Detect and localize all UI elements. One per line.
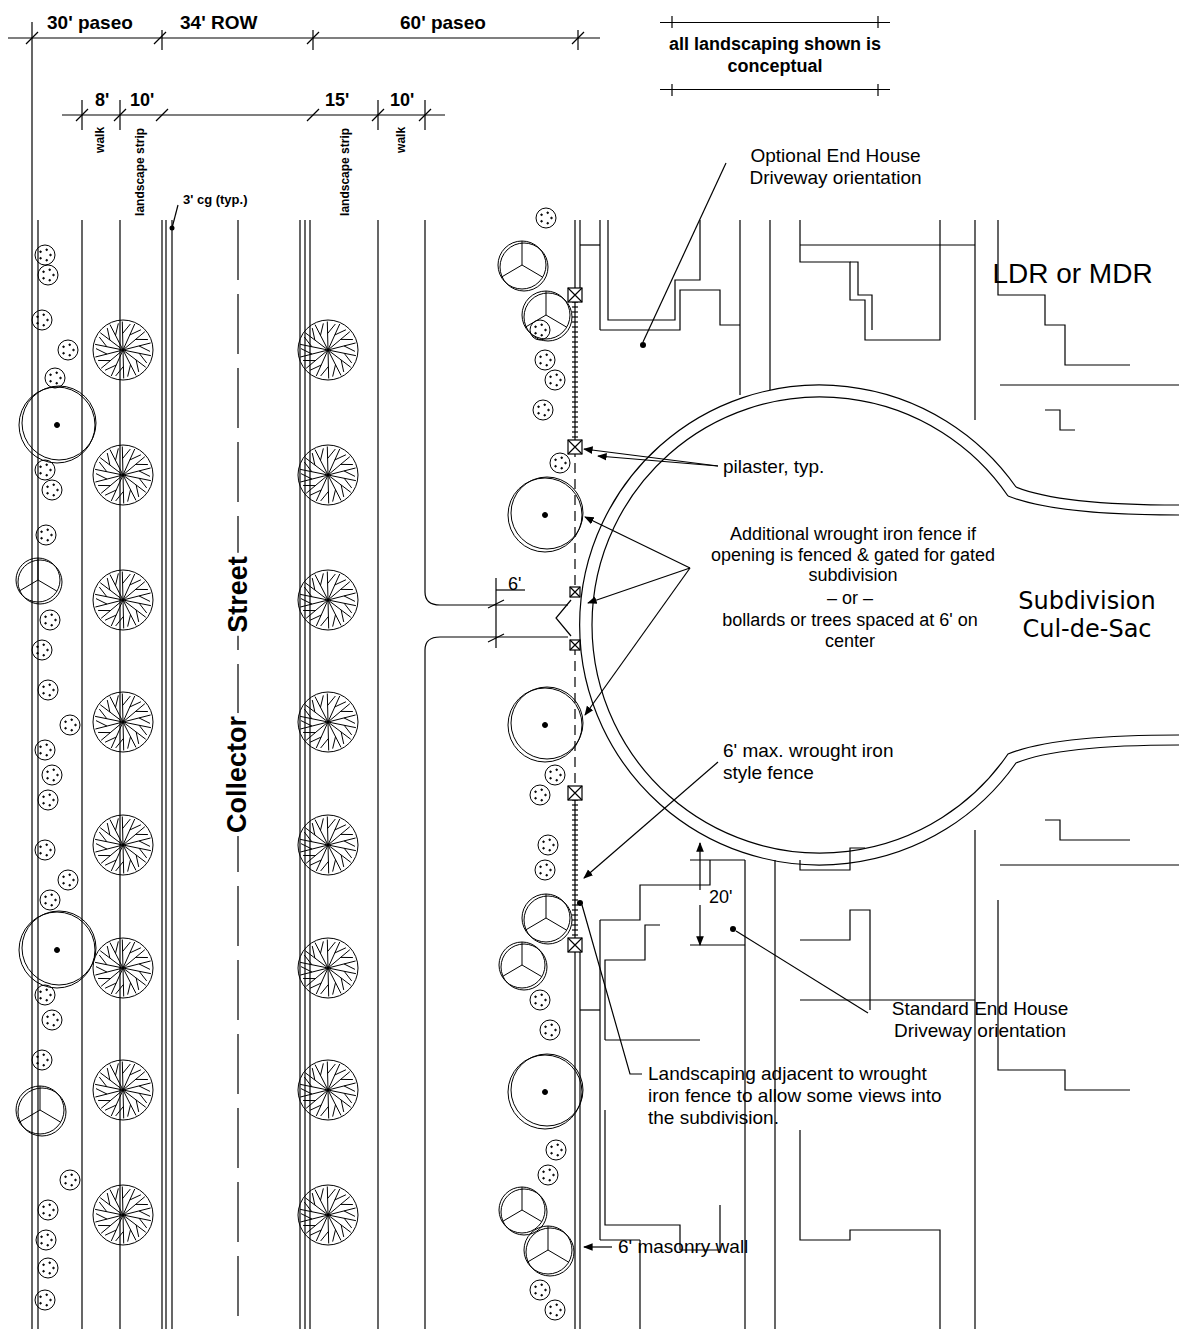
dimension-text: 60' paseo	[400, 12, 486, 34]
zone-label: LDR or MDR	[990, 258, 1155, 290]
note-text: all landscaping shown is conceptual	[666, 34, 884, 77]
strip-label: landscape strip	[134, 128, 148, 216]
strip-label: walk	[395, 127, 409, 153]
street-name: Collector	[221, 713, 254, 836]
street-name: Subdivision Cul-de-Sac	[999, 587, 1175, 644]
callout-text: bollards or trees spaced at 6' on center	[695, 610, 1005, 651]
callout-text: 6' masonry wall	[618, 1236, 748, 1258]
callout-text: 6' max. wrought iron style fence	[723, 740, 933, 784]
callout-text: – or –	[695, 588, 1005, 609]
strip-label: walk	[94, 127, 108, 153]
dimension-text: 34' ROW	[180, 12, 257, 34]
callout-text: pilaster, typ.	[723, 456, 824, 478]
callout-text: 3' cg (typ.)	[183, 193, 248, 208]
dimension-text: 20'	[706, 886, 735, 909]
dimension-text: 10'	[130, 90, 154, 111]
street-name: Street	[221, 554, 254, 637]
strip-label: landscape strip	[339, 128, 353, 216]
dimension-text: 30' paseo	[47, 12, 133, 34]
callout-text: Optional End House Driveway orientation	[733, 145, 938, 189]
callout-text: Additional wrought iron fence if opening…	[695, 523, 1011, 587]
dimension-text: 15'	[325, 90, 349, 111]
note-box: all landscaping shown is conceptual	[660, 22, 890, 90]
dimension-text: 10'	[390, 90, 414, 111]
dimension-text: 8'	[95, 90, 109, 111]
dimension-text: 6'	[508, 574, 521, 595]
callout-text: Standard End House Driveway orientation	[870, 998, 1090, 1042]
callout-text: Landscaping adjacent to wrought iron fen…	[648, 1063, 963, 1129]
